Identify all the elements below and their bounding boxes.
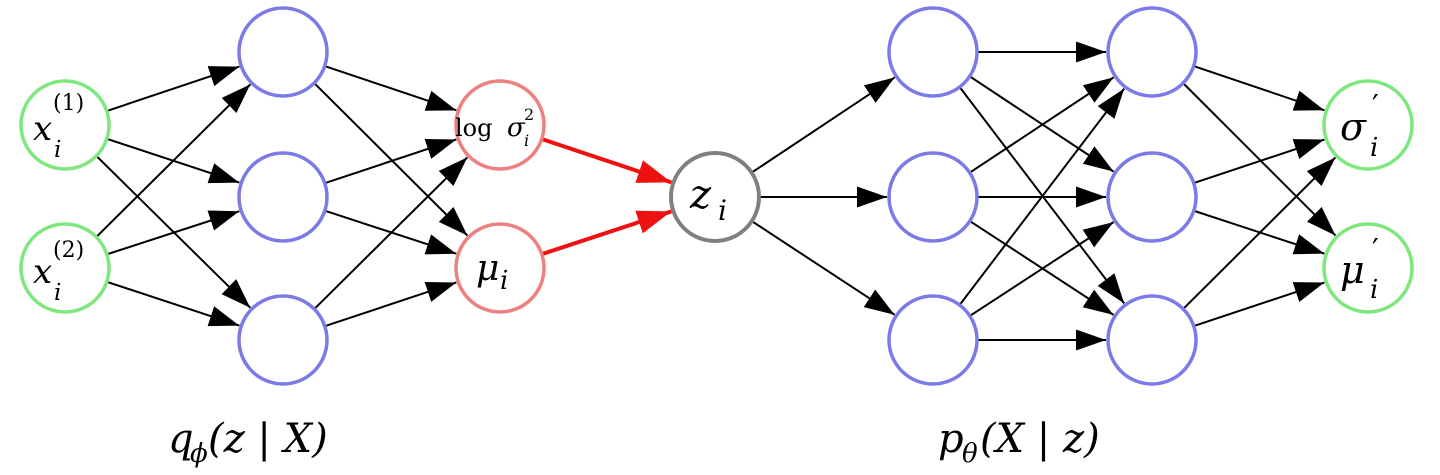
edge-arrow xyxy=(751,220,896,316)
svg-text:q: q xyxy=(168,416,194,462)
edge-arrow xyxy=(1182,156,1337,310)
nodes-layer xyxy=(19,6,1414,386)
svg-text:σ: σ xyxy=(507,113,526,143)
input-node-x1 xyxy=(19,79,111,171)
edge-arrow xyxy=(1193,281,1325,328)
svg-text:i: i xyxy=(500,266,508,296)
svg-text:θ: θ xyxy=(962,439,978,469)
svg-text:μ: μ xyxy=(476,248,499,289)
edge-arrow xyxy=(1193,65,1325,112)
edge-arrow xyxy=(958,88,1125,306)
svg-text:σ: σ xyxy=(1340,105,1367,149)
svg-text:(1): (1) xyxy=(53,91,84,116)
logvar-node xyxy=(454,79,546,171)
decoder-hidden2-node xyxy=(1106,151,1198,243)
svg-text:x: x xyxy=(33,109,52,149)
svg-text:x: x xyxy=(33,252,52,292)
edge-arrow xyxy=(106,65,240,112)
edge-arrow xyxy=(313,156,469,310)
svg-text:i: i xyxy=(1370,275,1378,305)
svg-text:z: z xyxy=(689,172,712,218)
decoder-hidden1-node xyxy=(887,294,979,386)
edge-arrow xyxy=(95,83,252,238)
svg-text:log: log xyxy=(455,114,493,142)
decoder-hidden1-node xyxy=(887,151,979,243)
node-label-z: z i xyxy=(689,172,727,227)
encoder-hidden-node xyxy=(237,6,329,98)
latent-z-node xyxy=(669,151,761,243)
node-label-x2: x i (2) xyxy=(33,238,84,306)
svg-text:i: i xyxy=(524,131,529,150)
svg-text:(X | z): (X | z) xyxy=(980,416,1100,462)
edge-arrow xyxy=(313,82,469,237)
svg-text:μ: μ xyxy=(1340,248,1365,292)
node-label-mu: μ i xyxy=(476,248,508,296)
edge-arrow xyxy=(751,76,896,174)
svg-text:p: p xyxy=(938,416,964,462)
edges-layer xyxy=(95,41,1337,351)
node-label-x1: x i (1) xyxy=(33,91,84,163)
svg-text:i: i xyxy=(718,194,727,227)
edge-arrow xyxy=(324,281,457,328)
decoder-hidden2-node xyxy=(1106,294,1198,386)
encoder-hidden-node xyxy=(237,151,329,243)
edge-arrow xyxy=(106,210,240,256)
svg-text:i: i xyxy=(54,280,61,306)
reparam-edge-arrow xyxy=(541,209,672,257)
edge-arrow xyxy=(324,138,457,185)
svg-text:(2): (2) xyxy=(53,238,84,263)
decoder-hidden2-node xyxy=(1106,6,1198,98)
encoder-hidden-node xyxy=(237,294,329,386)
caption-encoder: q ϕ (z | X) xyxy=(168,416,328,469)
edge-arrow xyxy=(324,65,457,112)
svg-text:2: 2 xyxy=(524,105,534,124)
node-label-sigma-out: σ i ′ xyxy=(1340,89,1379,163)
svg-text:′: ′ xyxy=(1372,89,1379,124)
svg-text:(z | X): (z | X) xyxy=(208,416,328,462)
svg-text:′: ′ xyxy=(1372,233,1379,268)
edge-arrow xyxy=(1193,138,1325,185)
edge-arrow xyxy=(969,76,1115,174)
mu-node xyxy=(454,222,546,314)
svg-text:ϕ: ϕ xyxy=(190,439,208,469)
output-sigma-node xyxy=(1322,79,1414,171)
reparam-edge-arrow xyxy=(541,137,673,185)
caption-decoder: p θ (X | z) xyxy=(938,416,1100,469)
edge-arrow xyxy=(969,221,1115,317)
node-label-mu-out: μ i ′ xyxy=(1340,233,1379,305)
input-node-x2 xyxy=(19,222,111,314)
decoder-hidden1-node xyxy=(887,6,979,98)
edge-arrow xyxy=(1182,82,1337,237)
svg-text:i: i xyxy=(1370,133,1378,163)
node-label-logvar: log σ i 2 xyxy=(455,105,534,150)
output-mu-node xyxy=(1322,222,1414,314)
svg-text:i: i xyxy=(54,137,61,163)
edge-arrow xyxy=(106,280,240,327)
